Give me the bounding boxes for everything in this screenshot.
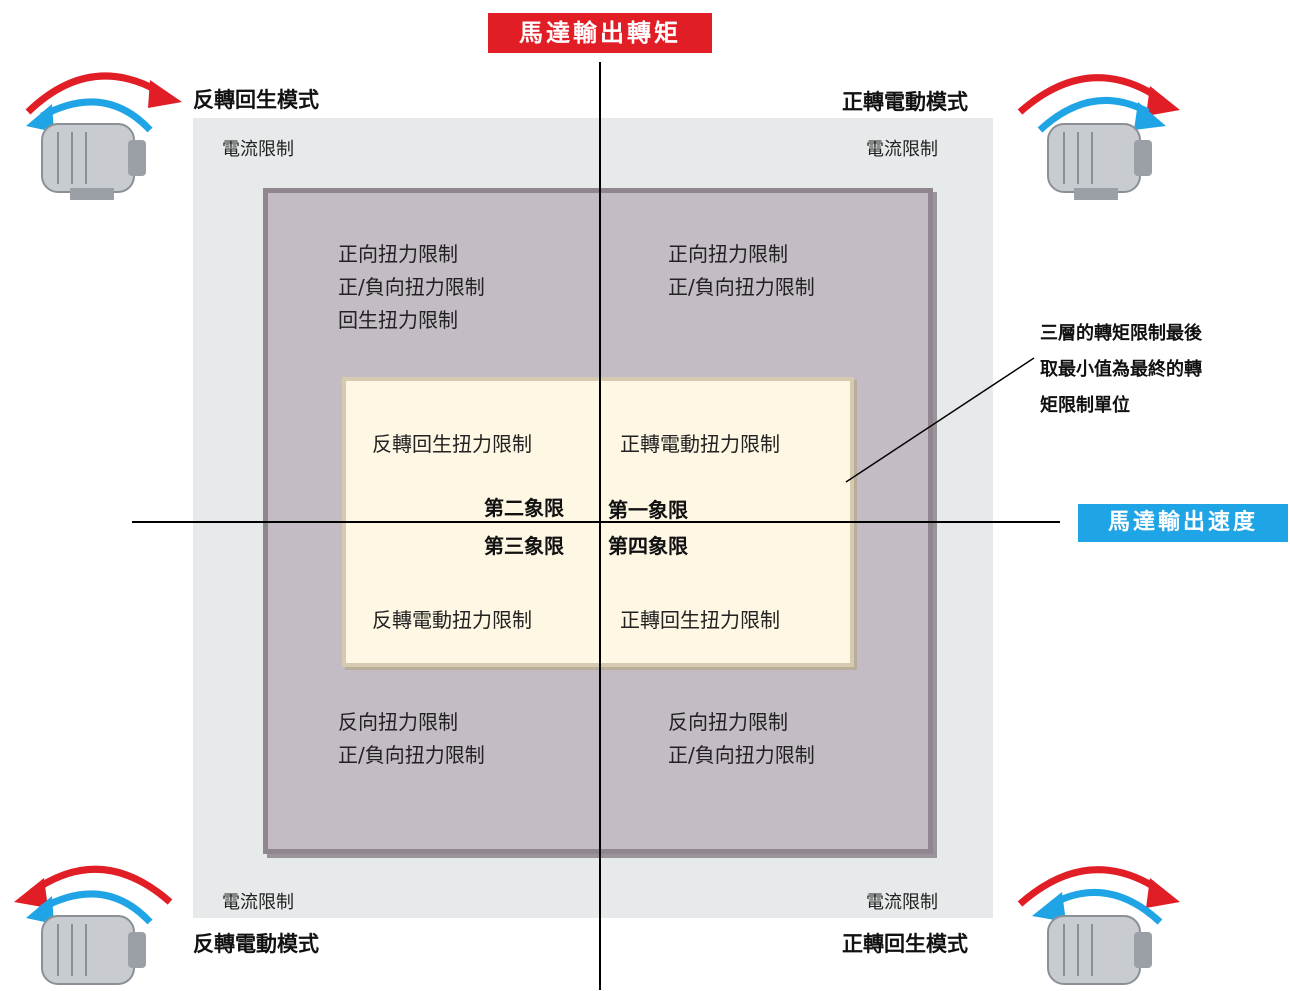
torque-limits-q1: 正向扭力限制 正/負向扭力限制	[668, 238, 815, 304]
motor-rotation-top-left	[25, 72, 182, 200]
mode-label-top-left: 反轉回生模式	[193, 88, 319, 112]
torque-axis-label: 馬達輸出轉矩	[488, 13, 712, 53]
rotation-arrow-icon	[1017, 74, 1180, 133]
quadrant-label-3: 第三象限	[484, 534, 564, 558]
motor-rotation-bottom-left	[14, 865, 173, 985]
inner-limit-q2: 反轉回生扭力限制	[372, 432, 532, 456]
motor-rotation-bottom-right	[1017, 866, 1180, 985]
motor-icon	[41, 123, 146, 200]
torque-limit-item: 反向扭力限制	[668, 710, 788, 734]
mode-label-top-right: 正轉電動模式	[842, 90, 968, 114]
torque-limit-item: 正/負向扭力限制	[668, 743, 815, 767]
mode-label-bottom-left: 反轉電動模式	[193, 932, 319, 956]
torque-limits-q2: 正向扭力限制 正/負向扭力限制 回生扭力限制	[338, 238, 485, 337]
quadrant-label-2: 第二象限	[484, 496, 564, 520]
inner-limit-q4: 正轉回生扭力限制	[620, 608, 780, 632]
rotation-arrow-icon	[1017, 866, 1180, 925]
motor-icon	[1047, 123, 1152, 200]
torque-limit-item: 正向扭力限制	[338, 242, 458, 266]
note-line: 三層的轉矩限制最後	[1040, 323, 1202, 344]
mode-label-bottom-right: 正轉回生模式	[842, 932, 968, 956]
speed-axis-label: 馬達輸出速度	[1078, 504, 1288, 542]
motor-icon	[1047, 915, 1152, 985]
quadrant-label-4: 第四象限	[608, 534, 688, 558]
rotation-arrow-icon	[14, 865, 173, 925]
note-line: 矩限制單位	[1040, 395, 1130, 416]
current-limit-label-q2: 電流限制	[222, 139, 294, 160]
torque-limit-item: 正/負向扭力限制	[668, 275, 815, 299]
quadrant-label-1: 第一象限	[608, 498, 688, 522]
torque-limits-q4: 反向扭力限制 正/負向扭力限制	[668, 706, 815, 772]
torque-limits-q3: 反向扭力限制 正/負向扭力限制	[338, 706, 485, 772]
note-text: 三層的轉矩限制最後 取最小值為最終的轉 矩限制單位	[1040, 316, 1202, 424]
torque-limit-item: 正/負向扭力限制	[338, 275, 485, 299]
inner-limit-q1: 正轉電動扭力限制	[620, 432, 780, 456]
motor-icon	[41, 915, 146, 985]
current-limit-label-q3: 電流限制	[222, 892, 294, 913]
speed-axis	[132, 521, 1060, 523]
rotation-arrow-icon	[25, 72, 182, 133]
torque-limit-item: 反向扭力限制	[338, 710, 458, 734]
inner-limit-q3: 反轉電動扭力限制	[372, 608, 532, 632]
current-limit-label-q1: 電流限制	[866, 139, 938, 160]
note-line: 取最小值為最終的轉	[1040, 359, 1202, 380]
current-limit-label-q4: 電流限制	[866, 892, 938, 913]
torque-limit-item: 正/負向扭力限制	[338, 743, 485, 767]
motor-rotation-top-right	[1017, 74, 1180, 200]
torque-axis	[599, 62, 601, 990]
torque-limit-item: 正向扭力限制	[668, 242, 788, 266]
torque-limit-item: 回生扭力限制	[338, 308, 458, 332]
